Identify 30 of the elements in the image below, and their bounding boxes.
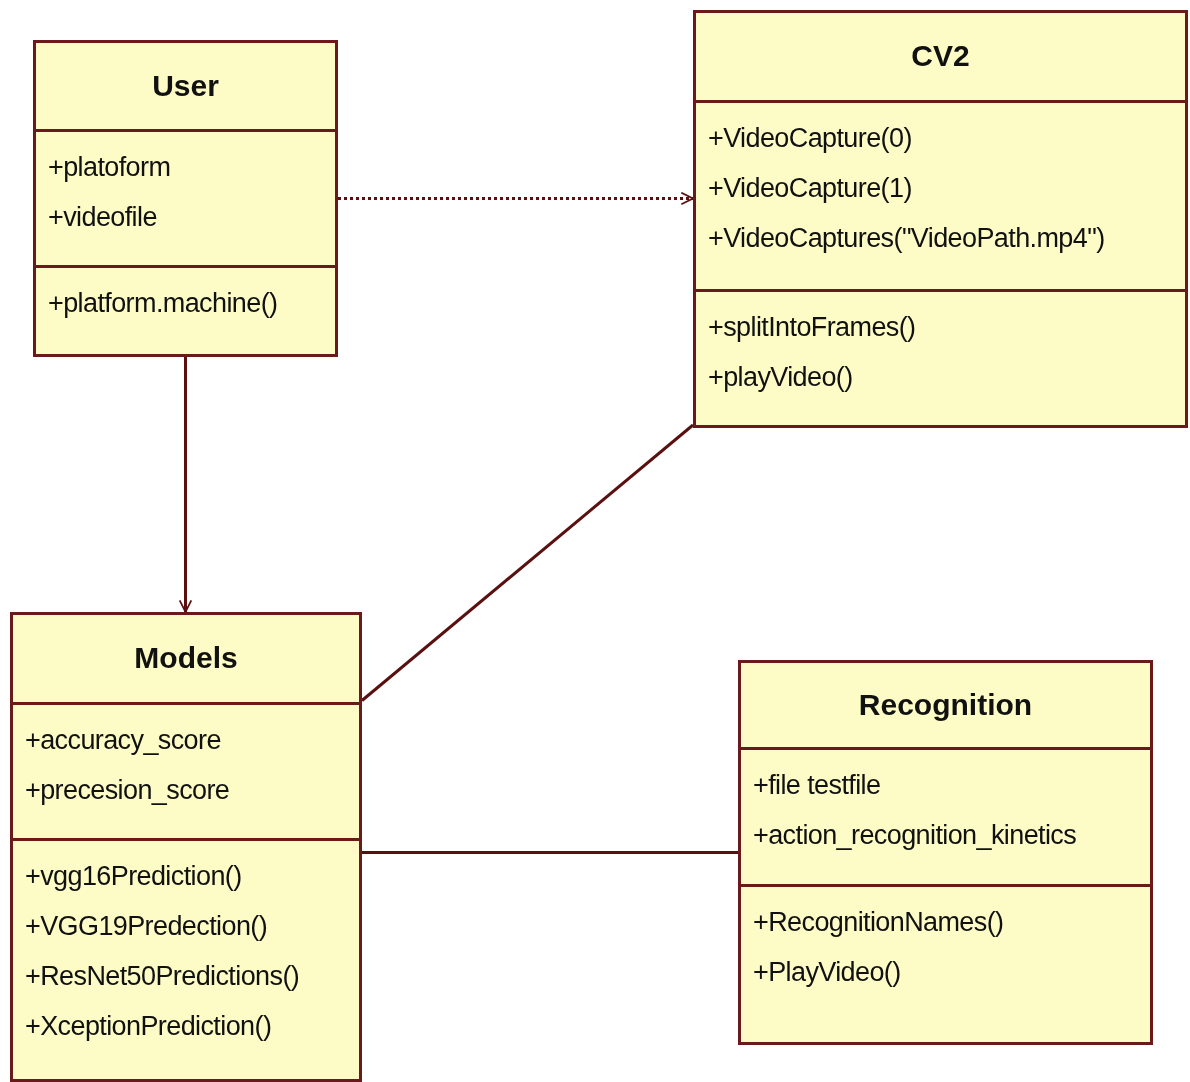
method-text: +platform.machine() bbox=[48, 287, 278, 321]
attribute-text: +precesion_score bbox=[25, 773, 230, 807]
method-text: +splitIntoFrames() bbox=[708, 310, 916, 344]
method-text: +XceptionPrediction() bbox=[25, 1010, 272, 1044]
method-text: +PlayVideo() bbox=[753, 956, 901, 990]
attribute-text: +VideoCapture(1) bbox=[708, 171, 912, 205]
attribute-text: +action_recognition_kinetics bbox=[753, 818, 1077, 852]
attribute-text: +VideoCaptures("VideoPath.mp4") bbox=[708, 221, 1105, 255]
method-text: +RecognitionNames() bbox=[753, 906, 1004, 940]
class-box bbox=[10, 612, 362, 1082]
class-box bbox=[33, 40, 338, 357]
attribute-text: +platoform bbox=[48, 151, 171, 185]
attribute-text: +accuracy_score bbox=[25, 723, 221, 757]
method-text: +VGG19Predection() bbox=[25, 910, 268, 944]
class-box bbox=[738, 660, 1153, 1045]
arrow bbox=[178, 357, 193, 613]
attribute-text: +videofile bbox=[48, 201, 157, 235]
association-line bbox=[362, 851, 738, 854]
class-box bbox=[693, 10, 1188, 428]
method-text: +playVideo() bbox=[708, 360, 853, 394]
association-line bbox=[361, 423, 694, 702]
class-name: Models bbox=[134, 641, 238, 676]
class-name: User bbox=[152, 69, 219, 103]
attribute-text: +VideoCapture(0) bbox=[708, 121, 912, 155]
attribute-text: +file testfile bbox=[753, 768, 881, 802]
method-text: +vgg16Prediction() bbox=[25, 860, 242, 894]
class-name: CV2 bbox=[911, 39, 970, 74]
class-name: Recognition bbox=[858, 687, 1033, 722]
method-text: +ResNet50Predictions() bbox=[25, 960, 300, 994]
arrow bbox=[338, 191, 694, 206]
